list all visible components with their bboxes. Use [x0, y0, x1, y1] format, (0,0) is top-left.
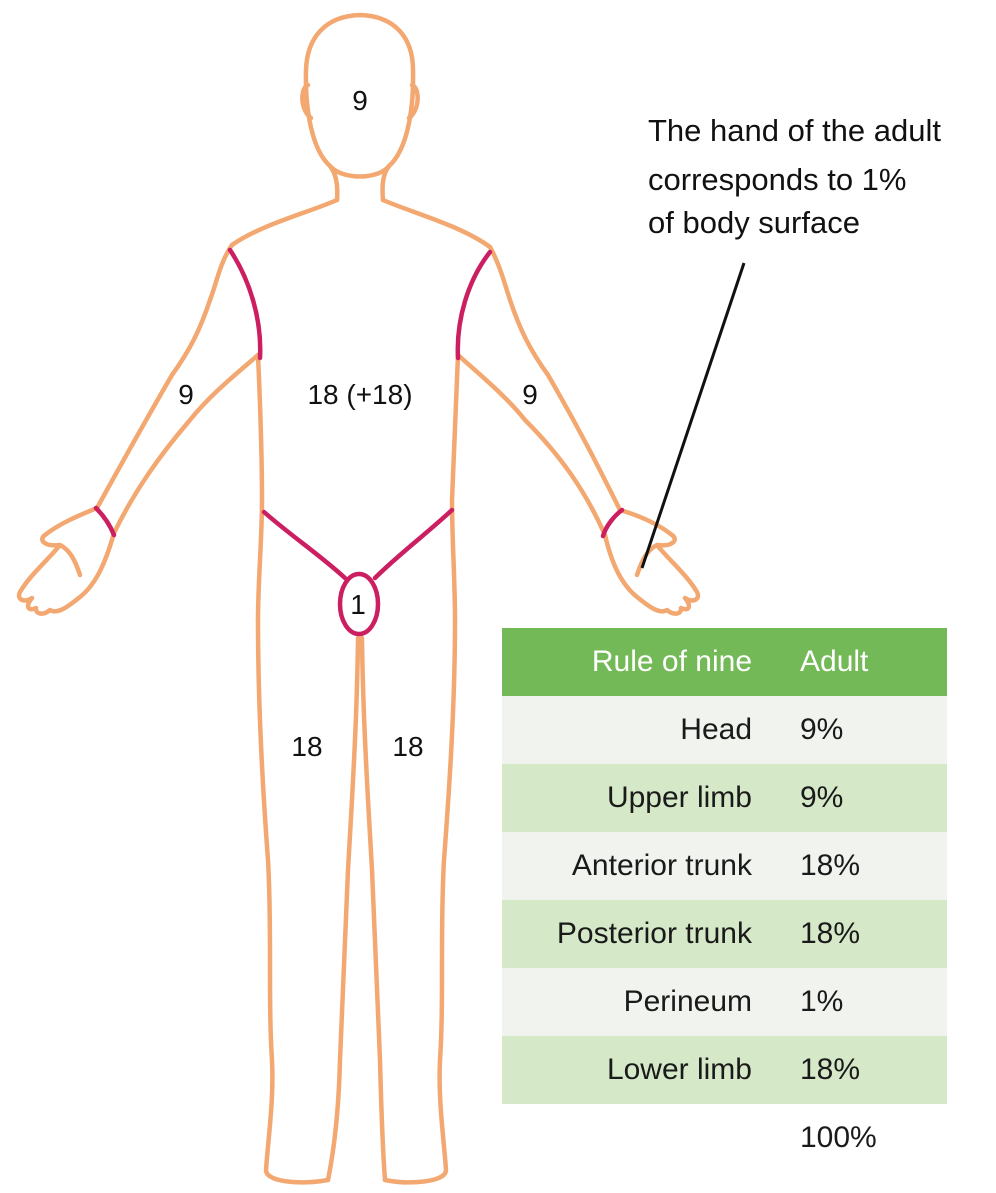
table-row: Perineum 1%	[502, 968, 947, 1036]
row-region: Upper limb	[502, 764, 776, 832]
row-value: 9%	[776, 764, 947, 832]
row-value: 9%	[776, 696, 947, 764]
right-leg-inner	[328, 638, 358, 1180]
table-total-row: 100%	[502, 1104, 947, 1172]
right-wrist-boundary	[96, 508, 114, 535]
trunk-label: 18 (+18)	[307, 379, 412, 410]
row-value: 18%	[776, 900, 947, 968]
left-wrist-boundary	[603, 510, 622, 536]
shoulder-right	[232, 200, 337, 245]
table-row: Anterior trunk 18%	[502, 832, 947, 900]
row-region: Lower limb	[502, 1036, 776, 1104]
left-shoulder-boundary	[458, 252, 490, 358]
rule-of-nine-table: Rule of nine Adult Head 9% Upper limb 9%…	[502, 628, 947, 1172]
row-value: 18%	[776, 832, 947, 900]
left-leg-inner	[362, 638, 385, 1180]
right-hand	[19, 508, 114, 614]
row-value: 18%	[776, 1036, 947, 1104]
row-region: Anterior trunk	[502, 832, 776, 900]
left-hand	[605, 510, 698, 614]
shoulder-left	[383, 200, 490, 247]
hand-note-line-1: The hand of the adult	[648, 113, 941, 148]
table-row: Posterior trunk 18%	[502, 900, 947, 968]
hand-note-line-3: of body surface	[648, 205, 860, 240]
table-header-row: Rule of nine Adult	[502, 628, 947, 696]
hand-note-line-2: corresponds to 1%	[648, 162, 906, 197]
row-value: 1%	[776, 968, 947, 1036]
table-row: Head 9%	[502, 696, 947, 764]
row-region: Head	[502, 696, 776, 764]
torso-right-side	[258, 355, 262, 620]
groin-boundary	[264, 510, 452, 578]
right-arm-label: 9	[178, 379, 194, 410]
header-rule-of-nine: Rule of nine	[502, 628, 776, 696]
perineum-label: 1	[350, 589, 366, 620]
hand-pointer-line	[642, 263, 744, 568]
left-leg-label: 18	[392, 731, 423, 762]
left-leg-outer	[385, 620, 455, 1182]
right-leg-label: 18	[291, 731, 322, 762]
total-value: 100%	[776, 1104, 947, 1172]
table-row: Upper limb 9%	[502, 764, 947, 832]
row-region: Perineum	[502, 968, 776, 1036]
chin	[330, 166, 389, 177]
total-spacer	[502, 1104, 776, 1172]
left-arm-label: 9	[522, 379, 538, 410]
right-thumb-crease	[60, 545, 80, 575]
torso-left-side	[452, 355, 458, 620]
header-adult: Adult	[776, 628, 947, 696]
row-region: Posterior trunk	[502, 900, 776, 968]
head-label: 9	[352, 85, 368, 116]
right-leg-outer	[258, 620, 328, 1182]
right-shoulder-boundary	[230, 250, 260, 358]
right-arm-outer	[97, 245, 232, 508]
table-row: Lower limb 18%	[502, 1036, 947, 1104]
left-arm-outer	[490, 247, 620, 510]
